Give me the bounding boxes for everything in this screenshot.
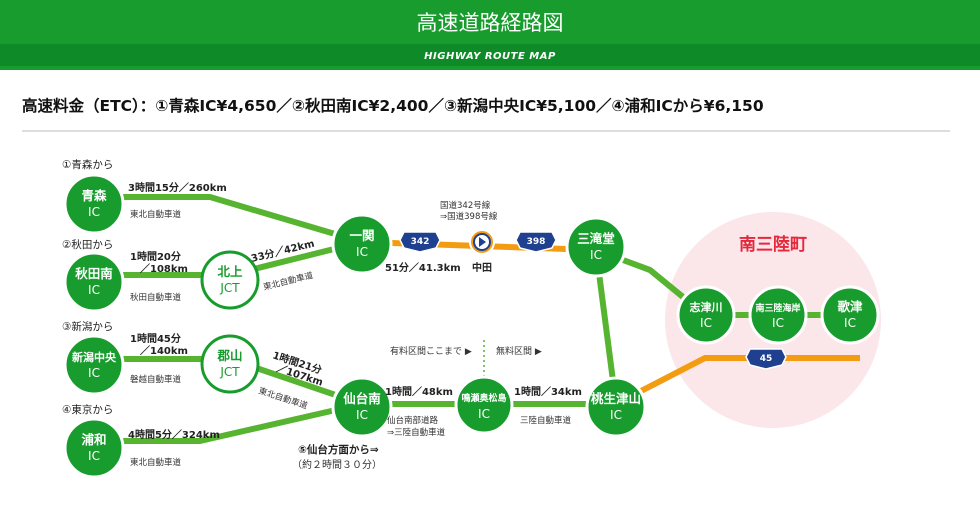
route-45-shield: 45 <box>745 348 787 370</box>
node-utatsu: 歌津 IC <box>820 285 880 345</box>
line-urawa-sendaiminami <box>94 401 363 444</box>
node-kitakami: 北上 JCT <box>200 250 260 310</box>
route-398-shield: 398 <box>515 231 557 253</box>
node-niigatachuo-name: 新潟中央 <box>72 350 117 364</box>
label-route342-line2: ⇒国道398号線 <box>440 211 498 222</box>
route-342-shield: 342 <box>399 231 441 253</box>
label-aomori-road: 東北自動車道 <box>130 209 182 220</box>
node-aomori-name: 青森 <box>81 188 107 203</box>
label-sendai-road2: ⇒三陸自動車道 <box>387 427 446 438</box>
node-sanno: 三滝堂 IC <box>565 216 627 278</box>
node-sendaiminami: 仙台南 IC <box>331 376 393 438</box>
node-shizugawa-name: 志津川 <box>690 300 723 314</box>
label-sendai-time: 1時間／48km <box>385 385 453 398</box>
label-akita-road: 秋田自動車道 <box>130 292 182 303</box>
node-naruse-name: 鳴瀬奥松島 <box>461 392 506 404</box>
label-koriyama-road: 東北自動車道 <box>257 385 309 411</box>
header-bar <box>0 0 980 44</box>
node-kitakami-name: 北上 <box>217 264 243 279</box>
label-naruse-road: 三陸自動車道 <box>520 415 572 426</box>
destination-label: 南三陸町 <box>739 234 807 255</box>
label-sendai-duration: （約２時間３０分） <box>292 458 382 471</box>
origin-aomori: ①青森から <box>62 158 113 171</box>
node-koriyama: 郡山 JCT <box>200 334 260 394</box>
node-koriyama-name: 郡山 <box>216 348 242 363</box>
node-sanno-name: 三滝堂 <box>577 231 615 246</box>
node-sendaiminami-type: IC <box>356 408 368 422</box>
label-akita-time1: 1時間20分 <box>130 250 181 263</box>
node-minamisanrikukaigan: 南三陸海岸 IC <box>748 285 808 345</box>
node-utatsu-name: 歌津 <box>837 299 863 314</box>
line-aomori-ichinoseki <box>94 194 363 245</box>
origin-niigata: ③新潟から <box>62 320 113 333</box>
origin-akita: ②秋田から <box>62 238 113 251</box>
node-ichinoseki-type: IC <box>356 245 368 259</box>
node-ichinoseki-name: 一関 <box>349 228 374 243</box>
header-rule <box>0 66 980 70</box>
label-toll-section: 有料区間ここまで ▶ <box>390 345 472 357</box>
node-akitaminami-name: 秋田南 <box>75 266 113 281</box>
route-342-number: 342 <box>411 237 430 247</box>
label-sendai-direction: ⑤仙台方面から⇒ <box>298 443 379 456</box>
label-urawa-time: 4時間5分／324km <box>128 428 220 441</box>
node-niigatachuo-type: IC <box>88 366 100 380</box>
label-nakada: 中田 <box>472 261 492 274</box>
label-urawa-road: 東北自動車道 <box>130 457 182 468</box>
node-minamisanrikukaigan-name: 南三陸海岸 <box>755 302 800 314</box>
play-icon <box>479 237 486 247</box>
node-naruse-type: IC <box>478 407 490 421</box>
label-niigata-time2: ／140km <box>140 344 188 357</box>
node-akitaminami: 秋田南 IC <box>63 251 125 313</box>
label-aomori-time: 3時間15分／260km <box>128 181 227 194</box>
node-akitaminami-type: IC <box>88 283 100 297</box>
route-398-number: 398 <box>527 237 546 247</box>
label-naruse-time: 1時間／34km <box>514 385 582 398</box>
label-niigata-road: 磐越自動車道 <box>130 374 182 385</box>
node-aomori: 青森 IC <box>63 173 125 235</box>
toll-fare-text: 高速料金（ETC）：①青森IC¥4,650／②秋田南IC¥2,400／③新潟中央… <box>22 96 764 115</box>
node-urawa-name: 浦和 <box>81 432 106 447</box>
label-niigata-time1: 1時間45分 <box>130 332 181 345</box>
origin-tokyo: ④東京から <box>62 403 113 416</box>
label-ichinoseki-time: 51分／41.3km <box>385 261 461 274</box>
node-ichinoseki: 一関 IC <box>331 213 393 275</box>
node-momonou-type: IC <box>610 408 622 422</box>
node-urawa: 浦和 IC <box>63 417 125 479</box>
node-shizugawa-type: IC <box>700 316 712 330</box>
node-utatsu-type: IC <box>844 316 856 330</box>
label-kitakami-road: 東北自動車道 <box>262 270 315 293</box>
node-urawa-type: IC <box>88 449 100 463</box>
page-title: 高速道路経路図 <box>417 11 564 35</box>
route-45-number: 45 <box>760 354 773 364</box>
node-naruse: 鳴瀬奥松島 IC <box>454 375 514 435</box>
label-akita-time2: ／108km <box>140 262 188 275</box>
label-sendai-road1: 仙台南部道路 <box>387 415 439 426</box>
node-sendaiminami-name: 仙台南 <box>343 391 381 406</box>
node-momonou-name: 桃生津山 <box>591 391 641 406</box>
node-momonou: 桃生津山 IC <box>585 376 647 438</box>
node-kitakami-type: JCT <box>219 281 240 295</box>
node-shizugawa: 志津川 IC <box>676 285 736 345</box>
label-free-section: 無料区間 ▶ <box>496 345 542 357</box>
line-route45 <box>614 355 860 407</box>
node-minamisanrikukaigan-type: IC <box>772 316 784 330</box>
node-sanno-type: IC <box>590 248 602 262</box>
nakada-marker <box>469 229 495 255</box>
label-route342-line1: 国道342号線 <box>440 200 491 211</box>
node-koriyama-type: JCT <box>219 365 240 379</box>
header-subbar <box>0 44 980 66</box>
node-aomori-type: IC <box>88 205 100 219</box>
page-subtitle: HIGHWAY ROUTE MAP <box>424 51 556 62</box>
node-niigatachuo: 新潟中央 IC <box>63 334 125 396</box>
